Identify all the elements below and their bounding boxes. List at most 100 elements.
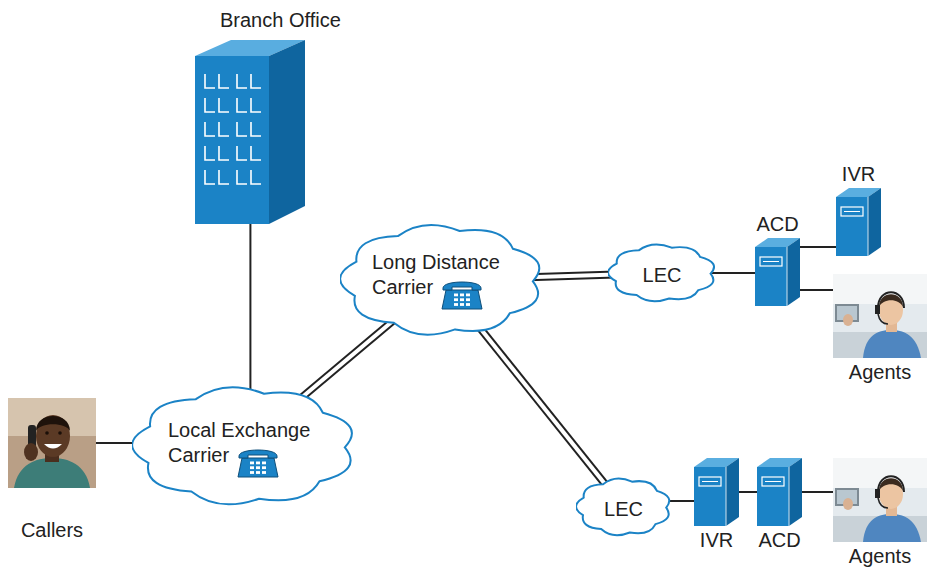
caller-photo [36, 415, 70, 457]
phone-icon [250, 471, 254, 474]
agent-photo [863, 330, 921, 358]
node-label: Long Distance Carrier [372, 250, 517, 300]
server-icon [789, 458, 802, 526]
phone-icon [250, 466, 254, 469]
node-label: IVR [700, 528, 733, 552]
server-icon [836, 197, 868, 256]
building-icon [251, 170, 261, 184]
phone-icon [443, 282, 481, 290]
building-icon [269, 40, 305, 224]
building-icon [205, 122, 215, 136]
caller-photo [44, 444, 62, 449]
building-icon [237, 74, 247, 88]
phone-icon [250, 462, 254, 465]
connector-stroke [478, 321, 608, 483]
caller-photo [8, 398, 96, 488]
cloud-shape [576, 479, 669, 536]
server-icon [787, 238, 800, 306]
node-label: Agents [849, 360, 911, 384]
agent-photo [833, 274, 927, 358]
phone-icon [256, 462, 260, 465]
server-icon [762, 477, 784, 486]
server-icon [755, 247, 787, 306]
carrier-cloud: Long Distance Carrier [340, 220, 543, 340]
building-icon [251, 146, 261, 160]
agent-photo [833, 458, 927, 542]
caller-photo [24, 443, 38, 461]
building-icon [251, 98, 261, 112]
agent-photo [878, 314, 888, 324]
node-label: LEC [604, 497, 643, 522]
ivr-server: IVR [694, 458, 739, 552]
node-label: Branch Office [220, 8, 341, 32]
phone-icon [442, 290, 482, 309]
building-icon [219, 74, 229, 88]
lec-cloud: LEC [608, 242, 716, 304]
ivr-server: IVR [836, 162, 881, 256]
callers-photo: Callers [8, 398, 96, 542]
phone-icon [256, 471, 260, 474]
agent-photo [843, 314, 853, 326]
building-icon [219, 122, 229, 136]
node-label: ACD [756, 212, 798, 236]
connector-line [800, 290, 833, 291]
server-icon [694, 467, 726, 526]
trunk-line [529, 271, 616, 280]
building-icon [219, 146, 229, 160]
connector-stroke [800, 289, 833, 291]
building-icon [237, 170, 247, 184]
trunk-line [293, 317, 397, 406]
server-icon [765, 481, 781, 482]
server-icon [787, 247, 788, 306]
branch-office: Branch Office [190, 8, 311, 224]
agent-photo [833, 458, 927, 542]
phone-icon [236, 446, 280, 478]
server-icon [841, 207, 863, 216]
connector-stroke [800, 246, 836, 248]
server-icon [699, 477, 721, 486]
agent-photo [879, 295, 903, 325]
agent-photo [833, 274, 927, 358]
building-icon [205, 146, 215, 160]
building-icon [219, 170, 229, 184]
phone-icon [454, 294, 458, 297]
building-icon [251, 74, 261, 88]
connector-stroke [249, 224, 251, 396]
phone-icon [460, 298, 464, 301]
server-icon [868, 188, 881, 256]
server-icon [763, 261, 779, 262]
connector-line [708, 273, 755, 274]
building-icon [195, 34, 305, 224]
node-label: Agents [849, 544, 911, 568]
building-icon [195, 56, 269, 224]
phone-icon [466, 298, 470, 301]
agent-photo [863, 514, 921, 542]
server-icon [726, 458, 739, 526]
connector-line [250, 224, 251, 396]
phone-icon [262, 466, 266, 469]
connector-stroke [529, 271, 616, 274]
connector-line [802, 492, 833, 493]
connector-line [739, 492, 757, 493]
agents-photo: Agents [833, 274, 927, 384]
caller-photo [58, 431, 62, 435]
server-icon [789, 467, 790, 526]
lec-cloud: LEC [576, 476, 671, 538]
server-icon [844, 211, 860, 212]
cloud-text: LEC [643, 263, 682, 288]
cloud-shape [340, 225, 539, 335]
building-icon [205, 98, 215, 112]
server-icon [726, 467, 727, 526]
phone-icon [454, 303, 458, 306]
agents-photo: Agents [833, 458, 927, 568]
acd-server: ACD [757, 458, 802, 552]
connector-stroke [802, 491, 833, 493]
connector-stroke [529, 277, 616, 280]
server-icon [702, 481, 718, 482]
agent-photo [878, 498, 888, 508]
phone-icon [460, 294, 464, 297]
agent-photo [875, 305, 880, 314]
phone-icon [239, 450, 277, 458]
connector-stroke [739, 491, 757, 493]
